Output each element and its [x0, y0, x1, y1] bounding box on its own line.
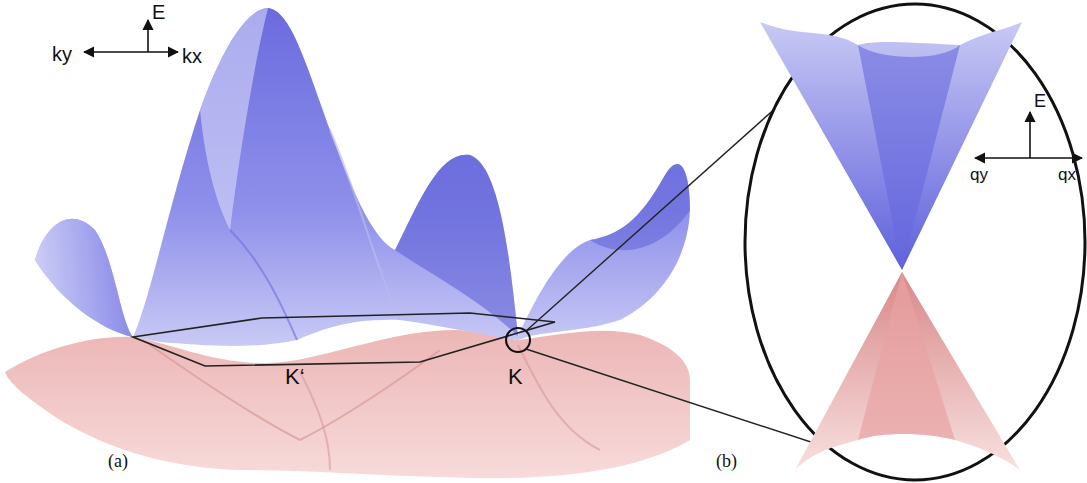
point-label: K	[508, 366, 523, 388]
point-label: K‘	[285, 366, 305, 388]
axis-label: qx	[1058, 166, 1076, 183]
panel-label: (b)	[716, 452, 737, 470]
panel-label: (a)	[108, 452, 128, 470]
axis-label: qy	[970, 166, 988, 183]
axis-label: ky	[52, 44, 72, 64]
axis-label: E	[152, 2, 165, 22]
axis-label: kx	[182, 46, 202, 66]
axis-label: E	[1034, 92, 1046, 110]
